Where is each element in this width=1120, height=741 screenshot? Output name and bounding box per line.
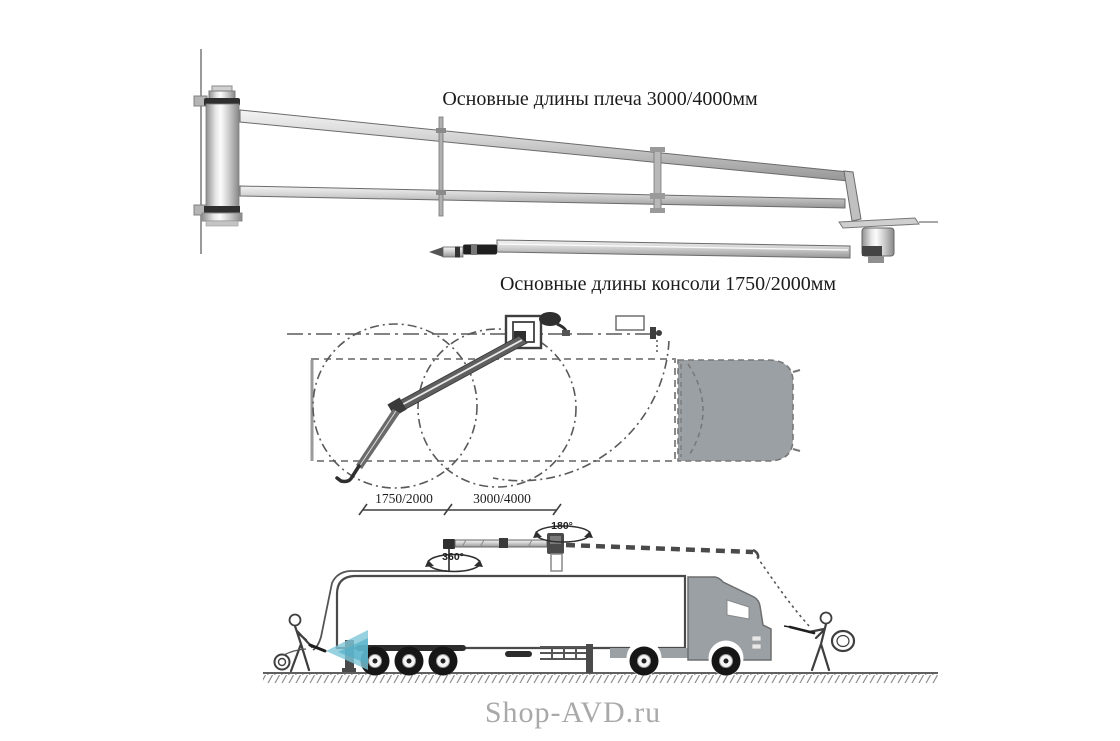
boom-above-truck — [443, 533, 811, 628]
boom-arm-highlight — [397, 339, 523, 408]
cab-windshield-arc — [687, 363, 704, 458]
end-pivot-assembly — [838, 217, 938, 263]
mirror-bottom — [792, 448, 801, 452]
post1-collar2 — [436, 190, 446, 195]
housing-foot — [868, 256, 884, 263]
mid-coupler — [499, 538, 508, 548]
trailer-wheels — [360, 646, 458, 676]
console-length-title: Основные длины консоли 1750/2000мм — [500, 273, 836, 295]
dimension-line: 1750/2000 3000/4000 — [358, 491, 562, 516]
hanging-hose — [756, 556, 811, 628]
rotation-mast-label: 180° — [551, 520, 573, 532]
boom-bottom-chord — [239, 185, 846, 209]
tube-shade-2 — [479, 539, 485, 548]
ground-hatching — [263, 674, 938, 683]
mast-head-face — [550, 536, 561, 544]
spray-jet-core — [338, 638, 368, 664]
truss-post-2 — [653, 149, 662, 213]
post2-collar — [650, 193, 665, 199]
plan-view: 1750/2000 3000/4000 — [287, 312, 801, 516]
coupler-band — [471, 244, 477, 255]
dim-arm-label: 3000/4000 — [473, 491, 531, 506]
line-end-fitting — [650, 327, 662, 354]
console-highlight — [498, 243, 849, 251]
cab-side-body — [687, 576, 772, 661]
wash-gun-right — [788, 625, 816, 635]
pump-blob — [539, 312, 561, 326]
post2-foot — [650, 208, 665, 213]
cab-plan — [677, 359, 801, 462]
left-operator — [273, 613, 327, 673]
tick-right — [552, 503, 562, 516]
console-highlight-plan — [358, 410, 397, 468]
housing-dark — [862, 246, 882, 256]
mast-pivot — [193, 85, 243, 227]
cab-plan-body — [677, 359, 794, 462]
underbox — [505, 651, 532, 657]
pump-fitting — [562, 330, 570, 336]
trailer-side — [335, 574, 687, 650]
post1-collar — [436, 128, 446, 133]
cab-step-2 — [751, 643, 762, 650]
boom-swing-arc — [492, 340, 670, 482]
boom-end-drop — [843, 170, 862, 222]
boom-top-chord — [239, 109, 849, 182]
cab-step-1 — [751, 635, 762, 642]
accessory-box-plan — [615, 315, 645, 331]
tractor-rear-wheel — [629, 646, 659, 676]
trailer-outline-plan — [311, 358, 676, 462]
gun-ring — [455, 246, 460, 258]
wash-gun-tip — [783, 625, 791, 628]
hose-reel — [273, 653, 291, 671]
tube-shade-1 — [461, 539, 467, 548]
rotation-180: 180° — [533, 520, 593, 543]
catwalk-frame — [540, 644, 593, 673]
boom-folded-dashes — [565, 542, 754, 555]
dim-console-label: 1750/2000 — [375, 491, 433, 506]
console-swing-circle-2 — [417, 328, 577, 488]
jib-side-view: Основные длины плеча 3000/4000мм Основны… — [193, 49, 938, 295]
pump-unit-plan — [539, 312, 570, 336]
cab-side — [687, 576, 772, 676]
console-swing-circle-1 — [312, 323, 478, 489]
main-boom-truss — [239, 109, 862, 222]
wash-gun-left — [308, 643, 327, 653]
post2-flange-top — [650, 147, 665, 152]
arm-length-title: Основные длины плеча 3000/4000мм — [442, 88, 758, 110]
hose-coupler — [463, 244, 497, 255]
watermark-text: Shop-AVD.ru — [485, 696, 661, 729]
hose-coil — [830, 629, 856, 653]
boom-bracket-left — [443, 539, 455, 549]
rotation-elbow-label: 360° — [442, 551, 464, 563]
reel-hose — [283, 648, 307, 656]
mast-post — [550, 553, 563, 572]
landing-foot — [342, 668, 356, 672]
truss-post-1 — [438, 116, 444, 217]
rotation-360: 360° — [425, 551, 483, 573]
tube-shade-3 — [527, 539, 533, 548]
gun-hook-plan — [335, 464, 361, 484]
spray-gun-nozzle — [429, 247, 443, 257]
tick-middle — [443, 503, 453, 516]
end-plate — [838, 217, 920, 229]
cab-window — [726, 599, 750, 620]
tick-left — [358, 503, 368, 516]
mirror-top — [792, 369, 801, 373]
wash-side-view: 360° 180° — [263, 520, 938, 683]
right-operator — [783, 611, 856, 672]
console-arm — [429, 239, 851, 259]
boom-plan — [335, 335, 528, 484]
